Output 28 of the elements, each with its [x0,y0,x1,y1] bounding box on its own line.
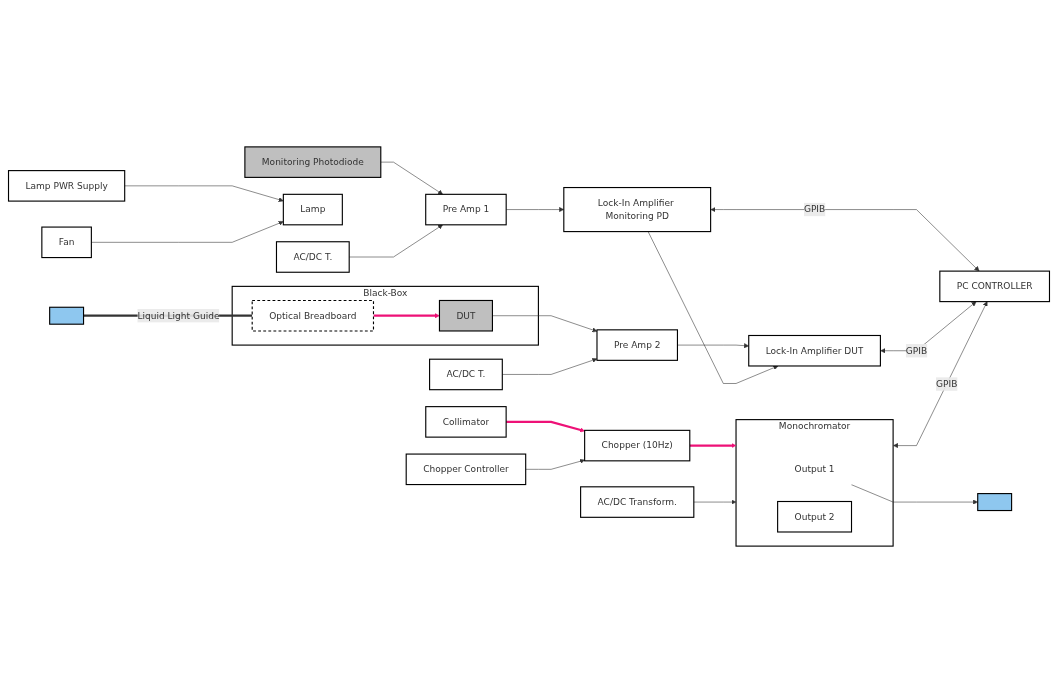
node-box [49,306,85,325]
node-box: Optical Breadboard [251,299,375,332]
node-box: Lock-In Amplifier Monitoring PD [563,187,712,233]
node-box: Collimator [425,406,507,438]
node-box: Chopper Controller [405,453,527,486]
node-box: Lock-In Amplifier DUT [748,334,881,367]
arrow [689,443,737,449]
node-box: Pre Amp 1 [425,193,507,226]
node-text: Output 1 [794,463,835,475]
node-box [977,493,1013,512]
node-box: PC CONTROLLER [939,270,1051,303]
node-box: DUT [438,299,493,332]
node-box: Pre Amp 2 [596,329,678,361]
node-box: Monitoring Photodiode [244,146,382,178]
node-box: AC/DC Transform. [580,486,695,518]
node-box: Fan [41,226,92,259]
node-box: Chopper (10Hz) [584,429,691,462]
edge-label: GPIB [803,203,826,215]
node-box: AC/DC T. [275,241,350,273]
node-box: Output 2 [777,500,853,533]
node-box: AC/DC T. [429,358,503,391]
node-box: Lamp PWR Supply [7,170,126,202]
edge-label: GPIB [905,345,928,356]
arrow [373,313,440,319]
node-box: Lamp [282,193,343,226]
arrow [506,420,585,433]
edge-label: Liquid Light Guide [137,310,220,321]
edge-label: GPIB [936,378,958,390]
